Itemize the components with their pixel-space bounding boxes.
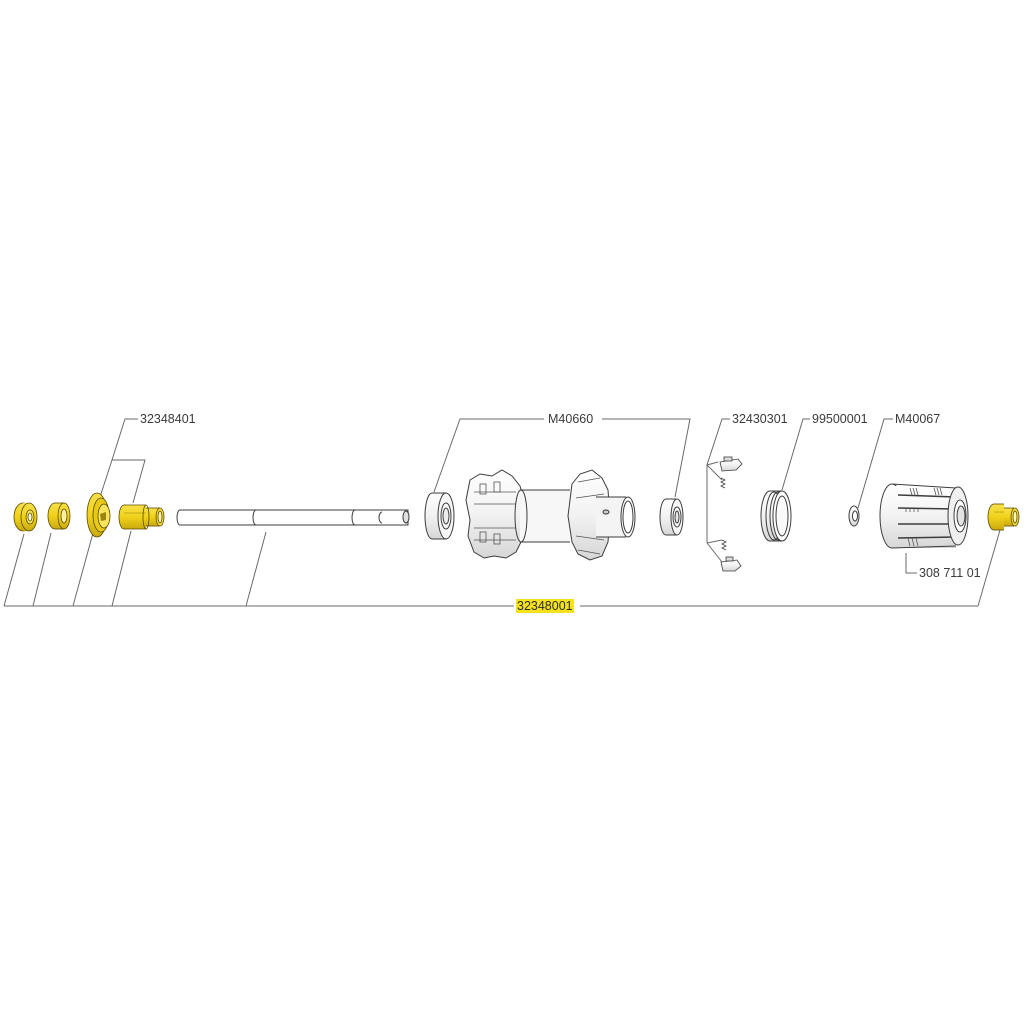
callout-32348001-highlighted: 32348001 <box>516 599 574 613</box>
callout-m40660: M40660 <box>546 412 596 426</box>
spacer-left-icon <box>47 502 71 530</box>
callout-32348401: 32348401 <box>138 412 198 426</box>
callout-308-711-01: 308 711 01 <box>917 566 983 580</box>
seal-icon <box>760 490 792 542</box>
callout-99500001: 99500001 <box>810 412 870 426</box>
axle-nut-right-icon <box>987 503 1020 531</box>
washer-icon <box>848 505 860 527</box>
axle-icon <box>176 509 410 526</box>
callout-m40067: M40067 <box>893 412 943 426</box>
bearing-left-icon <box>424 492 455 540</box>
axle-adapter-left-icon <box>118 504 165 530</box>
hub-body-icon <box>465 469 636 561</box>
freehub-body-icon <box>879 483 969 549</box>
axle-nut-left-icon <box>13 502 38 532</box>
callout-32430301: 32430301 <box>730 412 790 426</box>
bearing-right-icon <box>659 498 684 536</box>
leader-lines <box>3 418 1001 607</box>
end-cap-left-icon <box>86 492 111 538</box>
pawls-springs-icon <box>719 456 743 572</box>
